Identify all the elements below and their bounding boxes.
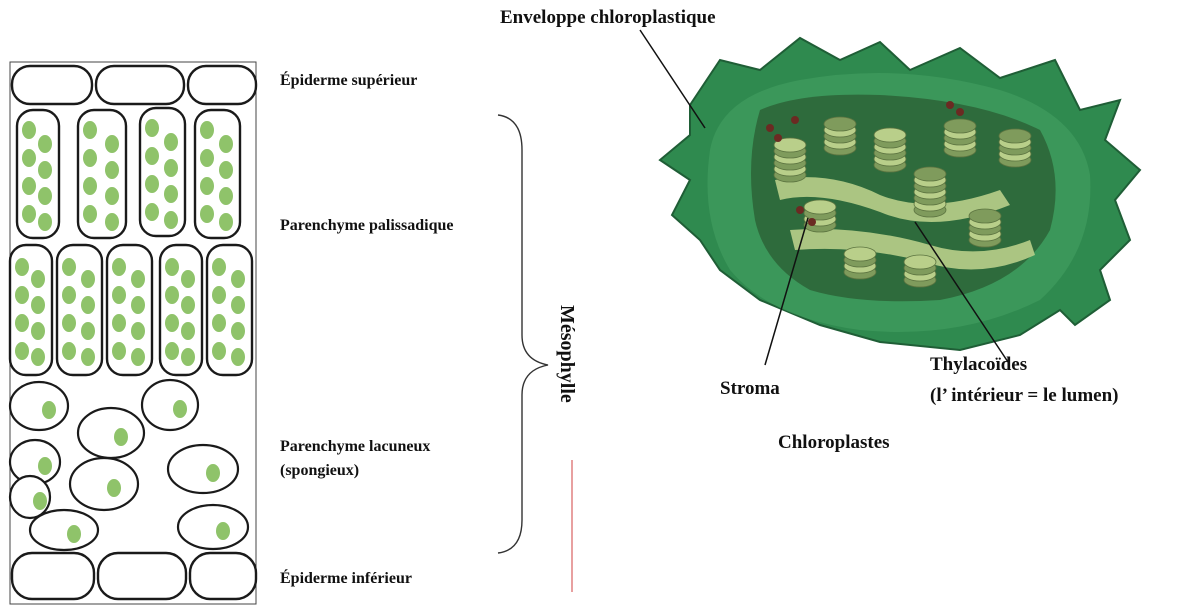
mesophyll-label: Mésophylle xyxy=(555,305,578,403)
thylakoids-sublabel: (l’ intérieur = le lumen) xyxy=(930,385,1118,407)
upper-epidermis-label: Épiderme supérieur xyxy=(280,72,417,90)
granum-disc xyxy=(804,200,836,214)
stroma-label: Stroma xyxy=(720,378,780,400)
granum-disc xyxy=(824,117,856,131)
granum-disc xyxy=(844,247,876,261)
granum-disc xyxy=(969,209,1001,223)
plastoglobule xyxy=(796,206,804,214)
envelope-label: Enveloppe chloroplastique xyxy=(500,7,716,29)
spongy-parenchyma-sublabel: (spongieux) xyxy=(280,462,359,480)
plastoglobule xyxy=(791,116,799,124)
thylakoids-label: Thylacoïdes xyxy=(930,354,1027,376)
granum-disc xyxy=(999,129,1031,143)
chloroplast-interior xyxy=(751,95,1056,302)
spongy-parenchyma-label: Parenchyme lacuneux xyxy=(280,438,430,456)
plastoglobule xyxy=(946,101,954,109)
lower-epidermis-label: Épiderme inférieur xyxy=(280,570,412,588)
granum-disc xyxy=(904,255,936,269)
chloroplasts-caption: Chloroplastes xyxy=(778,432,890,454)
granum-disc xyxy=(944,119,976,133)
plastoglobule xyxy=(808,218,816,226)
plastoglobule xyxy=(774,134,782,142)
plastoglobule xyxy=(766,124,774,132)
granum-disc xyxy=(914,167,946,181)
plastoglobule xyxy=(956,108,964,116)
palisade-parenchyma-label: Parenchyme palissadique xyxy=(280,217,454,235)
granum-disc xyxy=(874,128,906,142)
